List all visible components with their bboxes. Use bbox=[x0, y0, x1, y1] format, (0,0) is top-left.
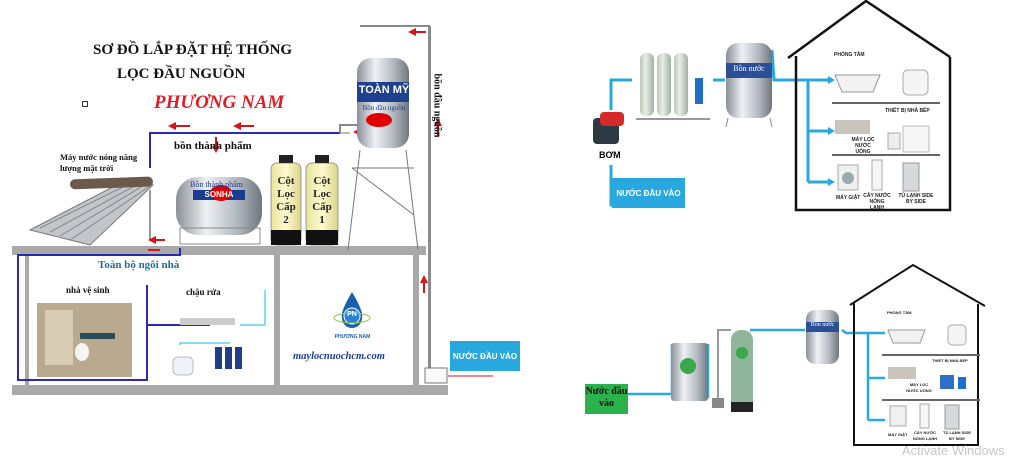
room-fridge: TỦ LẠNH SIDE BY SIDE bbox=[898, 193, 934, 205]
source-tank-label: Bồn đầu nguồn bbox=[362, 104, 406, 112]
col2-line: Cấp bbox=[276, 201, 296, 213]
logo-text: PHƯƠNG NAM bbox=[334, 334, 371, 340]
tank-label-top: Bồn nước bbox=[733, 64, 765, 73]
filter-columns bbox=[270, 155, 339, 246]
room-dispenser: CÂY NƯỚC NÓNG LẠNH bbox=[863, 193, 891, 211]
website-link[interactable]: maylocnuochcm.com bbox=[293, 351, 385, 362]
phuong-nam-logo bbox=[333, 292, 371, 328]
inlet-box-left: NƯỚC ĐẦU VÀO bbox=[450, 341, 520, 371]
solar-heater-label: Máy nước nóng năng lượng mặt trời bbox=[60, 152, 138, 173]
pump-icon bbox=[424, 367, 448, 384]
room-kitchen: THIẾT BỊ NHÀ BẾP bbox=[885, 108, 930, 114]
filter-column-bottom bbox=[731, 330, 753, 412]
room-water-purifier: MÁY LỌC NƯỚC UỐNG bbox=[851, 137, 875, 155]
room-fridge-b: TỦ LẠNH SIDE BY SIDE bbox=[943, 430, 971, 441]
house-bottom bbox=[849, 263, 986, 446]
col2-line: Lọc bbox=[277, 188, 295, 200]
pump-label: BƠM bbox=[599, 150, 621, 160]
water-tank-bottom bbox=[806, 310, 839, 364]
brand-name: PHƯƠNG NAM bbox=[154, 92, 285, 113]
bathroom-label: nhà vệ sinh bbox=[66, 285, 110, 295]
col2-line: 2 bbox=[283, 214, 289, 226]
col2-line: Cột bbox=[277, 175, 295, 187]
inlet-box-bottom: Nước đầu vào bbox=[585, 384, 628, 414]
solar-heater bbox=[28, 176, 154, 246]
sink-ro-illustration bbox=[172, 290, 266, 376]
inlet-box-top: NƯỚC ĐẦU VÀO bbox=[612, 178, 685, 208]
bottom-right-pipes bbox=[628, 328, 885, 422]
room-bathroom: PHÒNG TẮM bbox=[834, 52, 865, 58]
room-bathroom-b: PHÒNG TẮM bbox=[887, 310, 912, 315]
room-kitchen-b: THIẾT BỊ NHÀ BẾP bbox=[932, 358, 968, 363]
tank-label-bottom: Bồn nước bbox=[810, 322, 835, 328]
logo-initials: PN bbox=[347, 311, 357, 318]
col1-line: Cấp bbox=[312, 201, 332, 213]
room-water-purifier-b: MÁY LỌC NƯỚC UỐNG bbox=[906, 382, 932, 393]
pump-bom bbox=[593, 112, 624, 144]
product-tank bbox=[176, 177, 262, 245]
house-label: Toàn bộ ngôi nhà bbox=[98, 259, 180, 271]
house-top bbox=[787, 0, 952, 212]
diagram-title-line1: SƠ ĐỒ LẮP ĐẶT HỆ THỐNG bbox=[93, 42, 293, 58]
sink-label: chậu rửa bbox=[186, 287, 221, 297]
appliances-top bbox=[834, 69, 930, 192]
stainless-tank-bottom bbox=[671, 343, 724, 408]
water-tank-top bbox=[725, 43, 773, 128]
col1-line: 1 bbox=[319, 214, 325, 226]
left-frame bbox=[12, 25, 448, 395]
product-tank-brand: SONHA bbox=[204, 190, 234, 199]
navy-pipes bbox=[17, 132, 340, 381]
diagram-title-line2: LỌC ĐẦU NGUỒN bbox=[117, 66, 246, 82]
col1-line: Cột bbox=[313, 175, 331, 187]
source-tank-brand: TOÀN MỸ bbox=[358, 84, 410, 96]
product-tank-label: Bồn thành phẩm bbox=[190, 180, 243, 189]
filter-system bbox=[636, 53, 710, 120]
room-washer: MÁY GIẶT bbox=[836, 195, 861, 201]
checkbox-icon bbox=[82, 101, 88, 107]
product-tank-top-label: bồn thành phẩm bbox=[174, 140, 252, 152]
room-dispenser-b: CÂY NƯỚC NÓNG LẠNH bbox=[912, 430, 938, 441]
source-tank-side-label: bồn đầu nguồn bbox=[431, 73, 443, 138]
windows-watermark: Activate Windows bbox=[902, 443, 1005, 458]
appliances-bottom bbox=[887, 324, 967, 430]
source-tank bbox=[357, 58, 409, 148]
col1-line: Lọc bbox=[313, 188, 331, 200]
room-washer-b: MÁY GIẶT bbox=[888, 432, 908, 437]
